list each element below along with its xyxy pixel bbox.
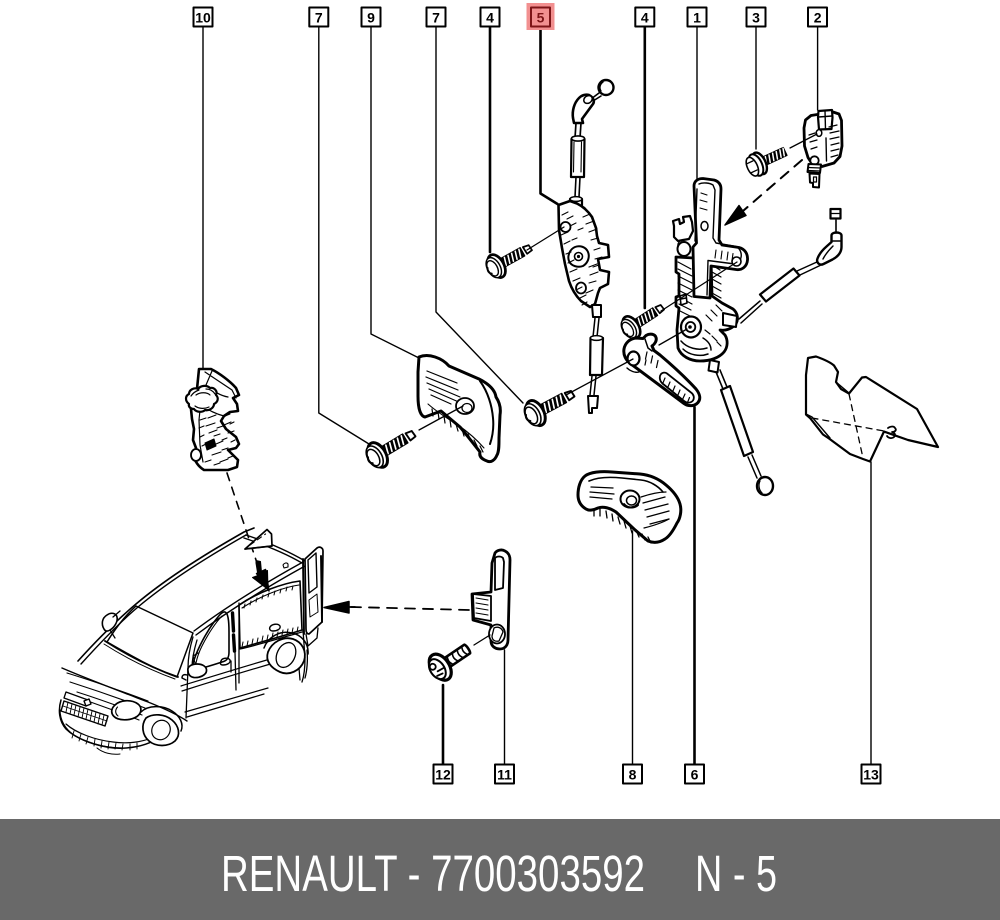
svg-text:3: 3 [752, 10, 760, 26]
svg-text:9: 9 [367, 10, 375, 26]
svg-text:10: 10 [195, 10, 211, 26]
svg-text:RENAULT - 7700303592: RENAULT - 7700303592 [221, 845, 645, 902]
svg-text:5: 5 [537, 10, 545, 26]
svg-text:1: 1 [693, 10, 701, 26]
svg-text:13: 13 [863, 767, 879, 783]
svg-text:6: 6 [691, 767, 699, 783]
svg-text:11: 11 [497, 767, 512, 783]
svg-text:7: 7 [432, 10, 440, 26]
svg-text:12: 12 [435, 767, 451, 783]
svg-text:4: 4 [641, 10, 649, 26]
svg-text:N - 5: N - 5 [695, 845, 777, 902]
svg-text:4: 4 [486, 10, 494, 26]
svg-text:8: 8 [629, 767, 637, 783]
svg-text:7: 7 [315, 10, 323, 26]
svg-text:2: 2 [814, 10, 822, 26]
